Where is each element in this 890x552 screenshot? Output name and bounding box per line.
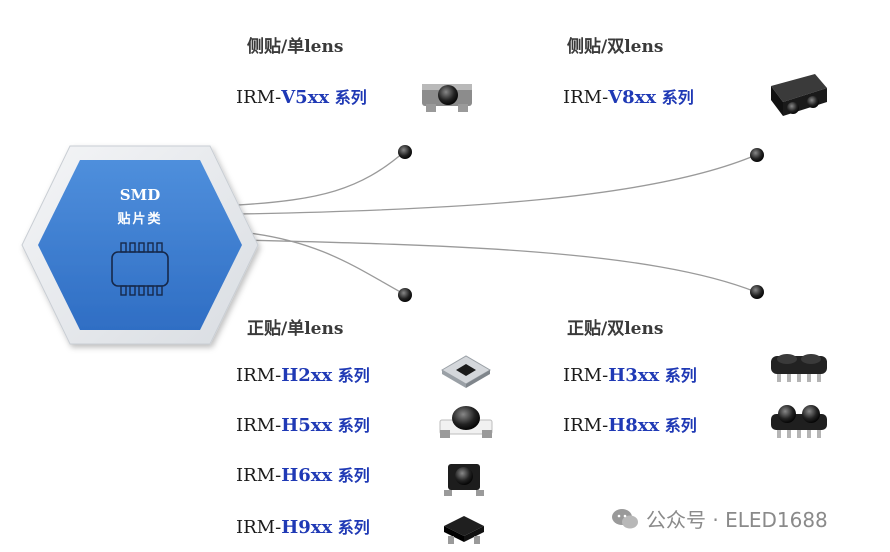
series-v5xx: IRM-V5xx 系列 (236, 87, 367, 108)
heading-flat-dual: 正贴/双lens (567, 319, 664, 339)
watermark: 公众号 · ELED1688 (610, 504, 828, 533)
dot-side-dual (750, 148, 764, 162)
series-h6xx: IRM-H6xx 系列 (236, 465, 370, 486)
watermark-text: 公众号 · ELED1688 (646, 508, 828, 532)
connector-to-flat-single (239, 231, 405, 295)
connector-lines (237, 151, 757, 295)
side-dual-lens-part-icon (771, 74, 827, 116)
series-h5xx: IRM-H5xx 系列 (236, 415, 370, 436)
dome-lens-part-icon (439, 406, 493, 438)
dot-flat-single (398, 288, 412, 302)
square-dome-part-icon (444, 464, 484, 496)
series-h8xx: IRM-H8xx 系列 (563, 415, 697, 436)
flat-black-part-icon (444, 516, 484, 544)
dot-flat-dual (750, 285, 764, 299)
series-h3xx: IRM-H3xx 系列 (563, 365, 697, 386)
side-single-lens-part-icon (422, 84, 472, 112)
dual-flat-part-icon (771, 354, 827, 382)
heading-side-single: 侧贴/单lens (247, 37, 344, 57)
connector-to-flat-dual (239, 239, 757, 293)
series-h2xx: IRM-H2xx 系列 (236, 365, 370, 386)
connector-to-side-single (237, 151, 405, 206)
smd-hexagon (21, 145, 259, 345)
center-title: SMD (119, 186, 161, 204)
hexagon-core (38, 160, 242, 330)
heading-side-dual: 侧贴/双lens (567, 37, 664, 57)
center-subtitle: 贴片类 (117, 212, 163, 227)
flat-square-part-icon (441, 355, 491, 388)
connector-end-dots (398, 145, 764, 302)
connector-to-side-dual (239, 154, 757, 215)
series-v8xx: IRM-V8xx 系列 (563, 87, 694, 108)
dot-side-single (398, 145, 412, 159)
dual-dome-part-icon (771, 405, 827, 438)
series-h9xx: IRM-H9xx 系列 (236, 517, 370, 538)
heading-flat-single: 正贴/单lens (247, 319, 344, 339)
ic-chip-icon (111, 242, 169, 296)
wechat-icon (612, 508, 638, 528)
